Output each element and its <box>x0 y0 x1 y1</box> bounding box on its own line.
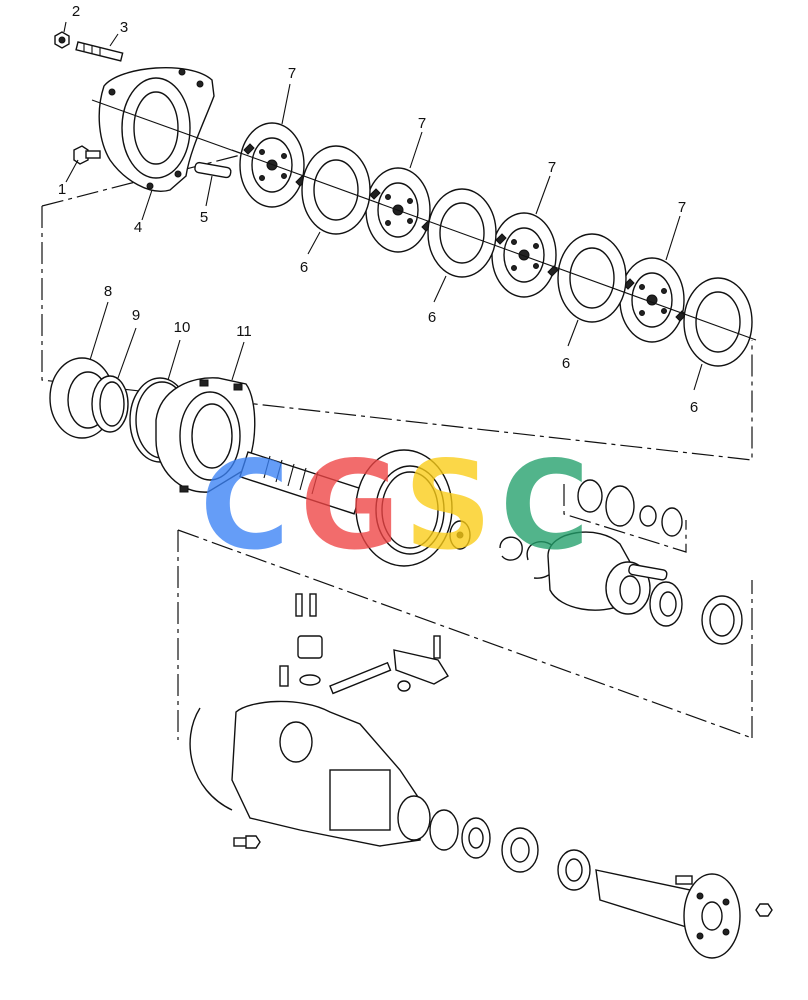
brake-housing-part-4 <box>91 66 249 192</box>
callout-7-b: 7 <box>418 115 426 132</box>
snap-ring-small <box>499 536 523 561</box>
callout-3: 3 <box>120 19 128 36</box>
callout-8: 8 <box>104 283 112 300</box>
friction-disc-part-7-c <box>491 212 559 298</box>
bearing-cone <box>649 581 683 627</box>
callout-5: 5 <box>200 209 208 226</box>
linkage-pin-assembly <box>279 593 449 695</box>
axle-housing <box>189 700 431 847</box>
lower-boundary-lines <box>177 529 753 740</box>
ring-part-9 <box>91 375 129 433</box>
callout-2: 2 <box>72 3 80 20</box>
separator-plate-part-6-a <box>301 145 371 235</box>
callout-10: 10 <box>174 319 191 336</box>
planet-gear-set <box>563 479 687 553</box>
separator-plate-part-6-c <box>557 233 627 323</box>
callout-6-c: 6 <box>562 355 570 372</box>
watermark-letter-2: G <box>300 435 400 577</box>
callout-6-a: 6 <box>300 259 308 276</box>
callout-11: 11 <box>236 323 252 340</box>
callout-4: 4 <box>134 219 142 236</box>
pin-part-5 <box>194 161 232 179</box>
callout-9: 9 <box>132 307 140 324</box>
housing-bolt <box>233 835 261 849</box>
thrust-washer <box>449 520 471 550</box>
watermark-letter-3: S <box>404 435 492 577</box>
callout-7-d: 7 <box>678 199 686 216</box>
output-axle-shaft <box>595 869 773 959</box>
watermark-letter-1: C <box>200 435 290 577</box>
piston-part-11 <box>155 377 256 493</box>
bearing-cup <box>701 595 743 645</box>
cgsc-watermark: C G S C <box>200 435 590 577</box>
bolt-part-1 <box>73 145 101 165</box>
callout-7-a: 7 <box>288 65 296 82</box>
separator-plate-part-6-d <box>683 277 753 367</box>
axle-bearing-stack <box>429 809 591 891</box>
ring-gear <box>355 449 453 567</box>
callout-1: 1 <box>58 181 66 198</box>
stud-part-3 <box>75 41 124 62</box>
watermark-letter-4: C <box>500 435 590 577</box>
callout-6-d: 6 <box>690 399 698 416</box>
disc-axis-line <box>231 149 757 341</box>
planet-carrier <box>547 531 668 615</box>
callout-6-b: 6 <box>428 309 436 326</box>
callout-7-c: 7 <box>548 159 556 176</box>
leader-lines <box>63 21 703 391</box>
friction-disc-part-7-d <box>619 257 687 343</box>
nut-part-2 <box>54 31 70 49</box>
